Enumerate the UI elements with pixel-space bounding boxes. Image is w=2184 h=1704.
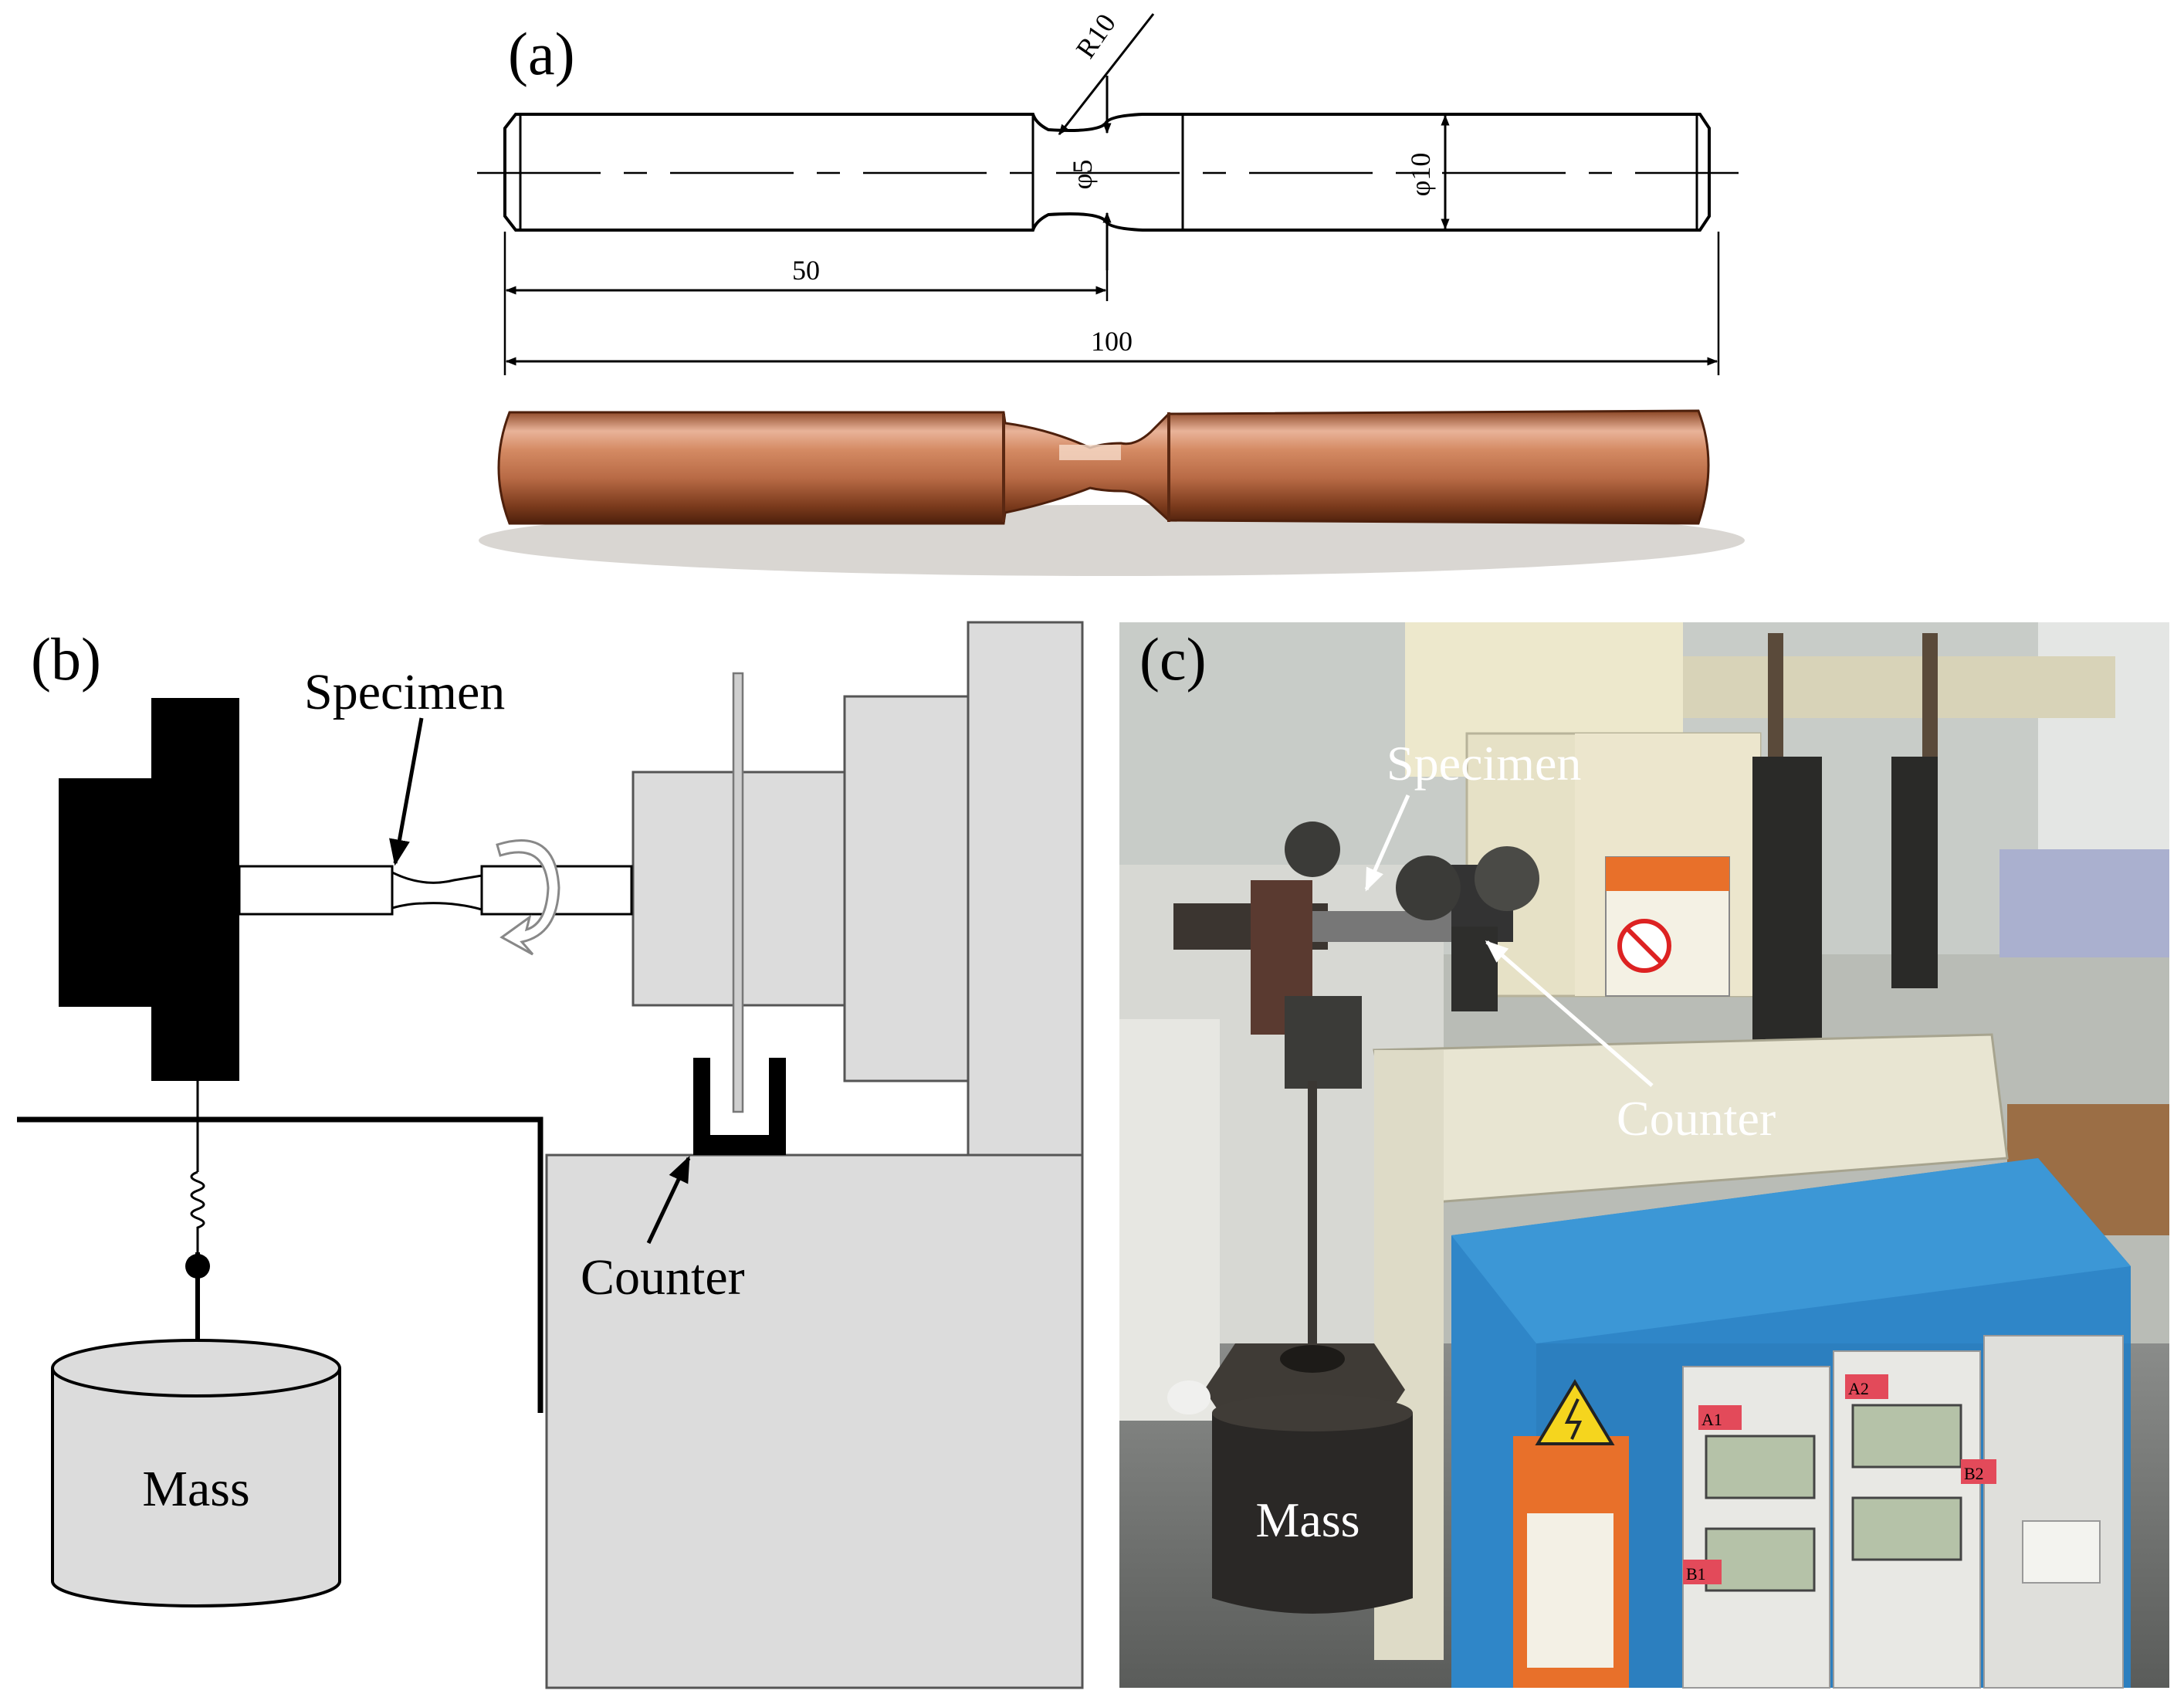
specimen-outline: [503, 113, 1711, 232]
grip-mount: [59, 698, 239, 1081]
dim-half-length: 50: [792, 255, 820, 286]
frame: [17, 1116, 543, 1413]
rotation-arrow-icon: [496, 839, 560, 956]
panel-c-specimen-label: Specimen: [1387, 736, 1581, 791]
rotation-pin: [732, 672, 744, 1113]
extension-lines: [503, 232, 1720, 375]
panel-b: (b): [17, 621, 1084, 1689]
dim-neck-dia: φ5: [1067, 160, 1098, 190]
panel-c-counter-arrow: [1485, 940, 1654, 1087]
specimen-drawing: [477, 113, 1739, 232]
dim-radius: R10: [1070, 8, 1122, 63]
panel-c-tag: (c): [1139, 625, 1207, 693]
counter-sensor: [693, 1058, 786, 1155]
panel-b-counter-arrow: [646, 1155, 691, 1245]
dimension-radius-leader: [1058, 13, 1155, 136]
drive-column: [967, 621, 1084, 1157]
panel-b-tag: (b): [31, 625, 101, 693]
mass-photo: [1212, 1413, 1413, 1614]
panel-c: A1 A2 B2 B1 (c) Specimen Counter Mass: [1119, 622, 2169, 1689]
panel-a: (a) φ5 R10 φ10: [477, 8, 1745, 590]
dim-body-dia: φ10: [1405, 153, 1436, 197]
panel-b-specimen-arrow: [389, 717, 424, 866]
high-voltage-icon: [1535, 1379, 1615, 1445]
slot-label-a2: A2: [1848, 1379, 1869, 1398]
slot-label-b2: B2: [1964, 1464, 1984, 1483]
slot-label-a1: A1: [1701, 1410, 1722, 1429]
dim-full-length: 100: [1091, 326, 1133, 357]
panel-c-counter-label: Counter: [1617, 1091, 1776, 1146]
drive-block-large: [843, 695, 970, 1082]
specimen-photo: [477, 380, 1745, 590]
panel-b-mass-label: Mass: [142, 1461, 249, 1517]
mass-cylinder: [51, 1339, 341, 1607]
panel-b-counter-label: Counter: [581, 1249, 745, 1306]
panel-a-tag: (a): [508, 20, 575, 87]
panel-c-mass-label: Mass: [1255, 1492, 1359, 1547]
spring-ball: [185, 1254, 210, 1279]
specimen-schematic: [238, 865, 633, 916]
counter-module-3: [1983, 1335, 2124, 1689]
panel-b-specimen-label: Specimen: [304, 664, 505, 720]
panel-c-specimen-arrow: [1364, 794, 1410, 892]
slot-label-b1: B1: [1686, 1564, 1706, 1584]
